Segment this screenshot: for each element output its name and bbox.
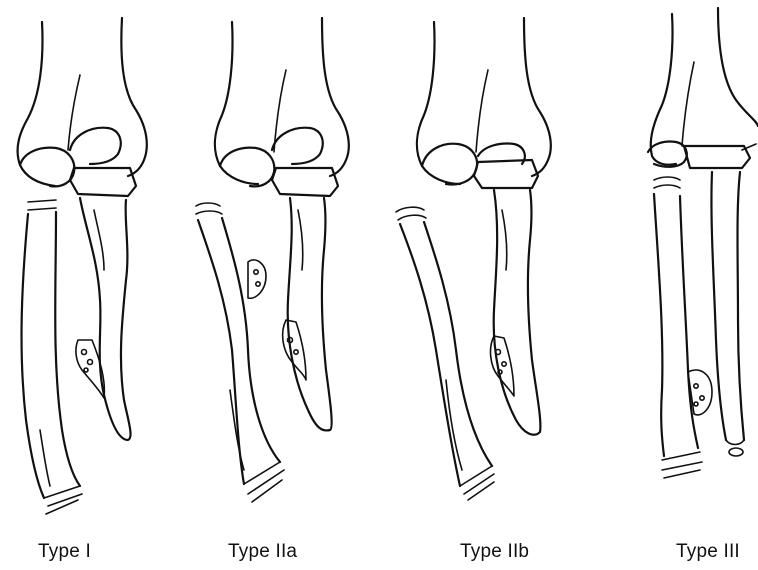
radial-head (272, 168, 338, 196)
radial-head (474, 160, 538, 188)
ulna-fracture (396, 207, 494, 500)
label-type-1: Type I (38, 541, 91, 563)
radial-head-displaced (729, 448, 743, 456)
humerus-distal (648, 8, 758, 168)
radial-head (70, 168, 136, 196)
panel-type-2b (396, 18, 551, 500)
ulna-fracture (22, 200, 82, 514)
radius-bone (711, 172, 744, 456)
callus (248, 260, 266, 298)
ulna-fracture (196, 203, 284, 502)
radius-bone (283, 198, 332, 430)
humerus-distal (215, 18, 349, 186)
radius-bone (491, 190, 541, 435)
humerus-distal (18, 18, 147, 186)
panel-type-1 (18, 18, 147, 514)
label-type-2a: Type IIa (228, 541, 297, 563)
ulna-fracture (654, 177, 712, 478)
label-type-3: Type III (676, 541, 740, 563)
radius-bone (76, 198, 131, 440)
panel-type-3 (648, 8, 758, 478)
panel-type-2a (196, 18, 349, 502)
label-type-2b: Type IIb (460, 541, 529, 563)
